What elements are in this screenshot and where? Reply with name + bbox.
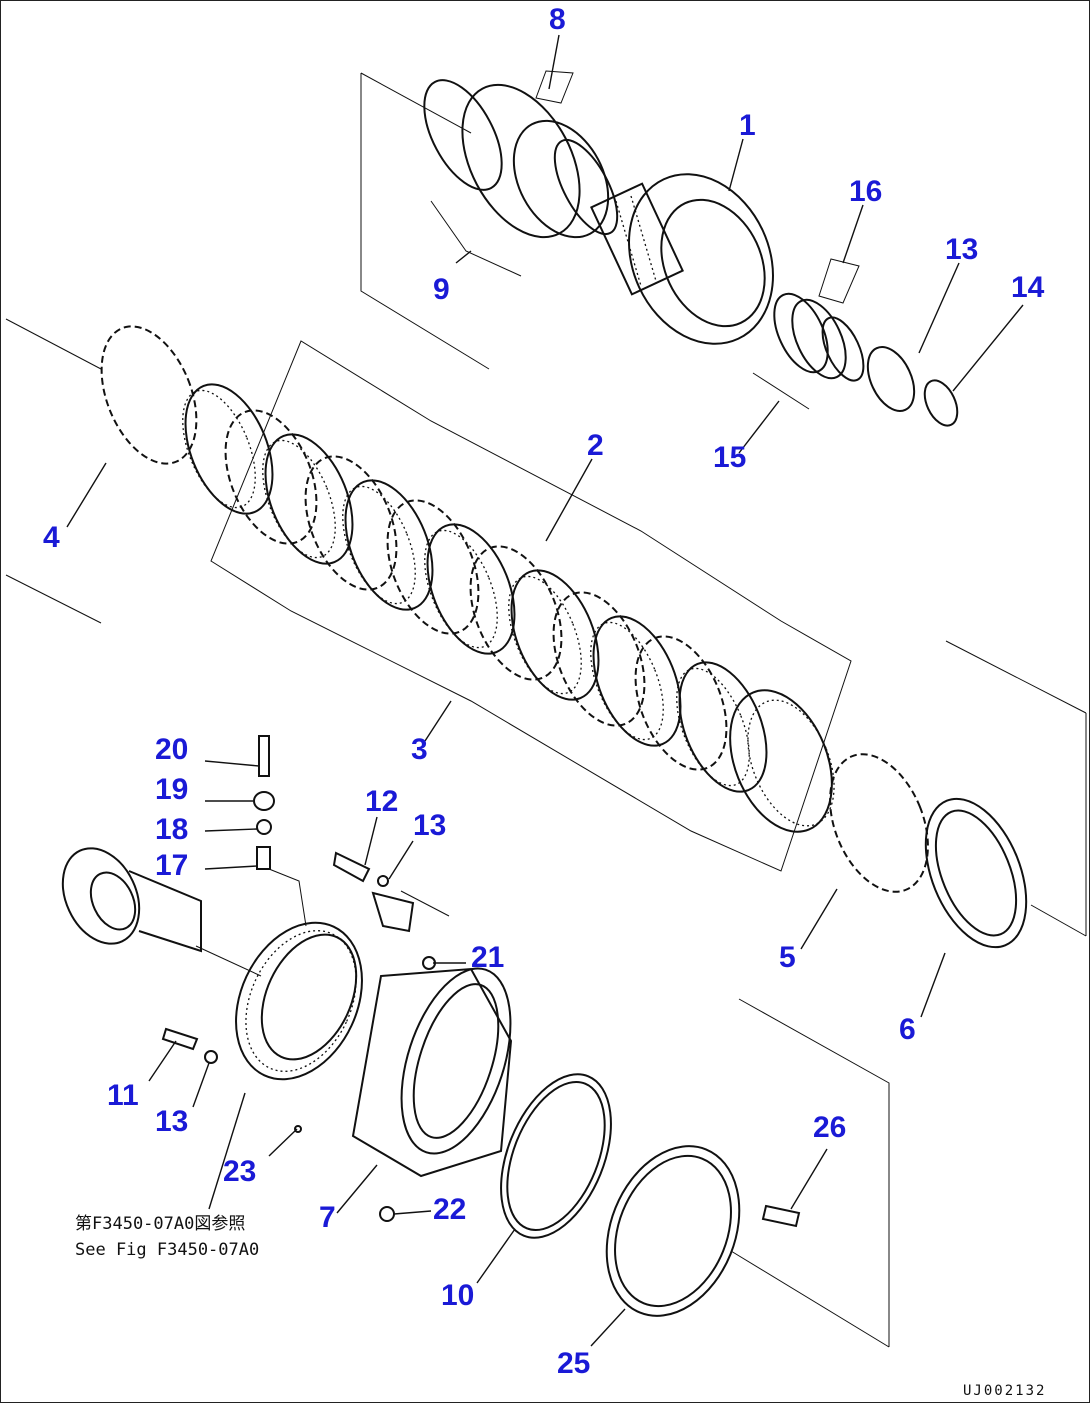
output-flange — [61, 847, 262, 977]
callout-17: 16 — [849, 175, 882, 208]
callout-4: 4 — [43, 521, 60, 554]
callout-25: 25 — [557, 1347, 590, 1380]
callout-20: 19 — [155, 773, 188, 806]
callout-16: 15 — [713, 441, 746, 474]
callout-15: 14 — [1011, 271, 1045, 304]
drawing-code: UJ002132 — [963, 1383, 1046, 1399]
callout-23: 22 — [433, 1193, 466, 1226]
callout-22: 21 — [471, 941, 504, 974]
reference-note-jp: 第F3450-07A0図参照 — [75, 1214, 245, 1234]
carrier-hub — [590, 173, 774, 345]
callout-13-lower: 13 — [155, 1105, 188, 1138]
callout-19: 18 — [155, 813, 188, 846]
callout-1: 1 — [739, 109, 756, 142]
bearing-set — [752, 258, 959, 427]
callout-9: 9 — [433, 273, 450, 306]
frame-lines — [5, 72, 1087, 1348]
clutch-disk-stack — [100, 325, 1028, 949]
housing — [294, 956, 513, 1222]
callout-11: 11 — [107, 1079, 139, 1112]
callout-6: 6 — [899, 1013, 916, 1046]
callout-3: 3 — [411, 733, 428, 766]
callout-21: 20 — [155, 733, 188, 766]
callout-5: 5 — [779, 941, 796, 974]
piston-assembly — [423, 70, 619, 277]
seal-and-cover — [500, 1073, 741, 1317]
leader-lines — [66, 34, 1024, 1347]
reference-note-en: See Fig F3450-07A0 — [75, 1240, 259, 1260]
callout-18: 17 — [155, 849, 188, 882]
callout-labels: 8 9 1 16 13 14 15 2 4 3 20 19 18 17 12 1… — [43, 3, 1045, 1380]
small-hardware — [161, 735, 801, 1228]
reference-note: 第F3450-07A0図参照 See Fig F3450-07A0 — [75, 1214, 259, 1260]
retainer — [235, 921, 363, 1081]
callout-14: 13 — [945, 233, 978, 266]
callout-12: 12 — [365, 785, 398, 818]
callout-26: 26 — [813, 1111, 846, 1144]
callout-10: 10 — [441, 1279, 474, 1312]
callout-13-upper: 13 — [413, 809, 446, 842]
callout-2: 2 — [587, 429, 604, 462]
callout-7: 7 — [319, 1201, 336, 1234]
callout-8: 8 — [549, 3, 566, 36]
callout-24: 23 — [223, 1155, 256, 1188]
